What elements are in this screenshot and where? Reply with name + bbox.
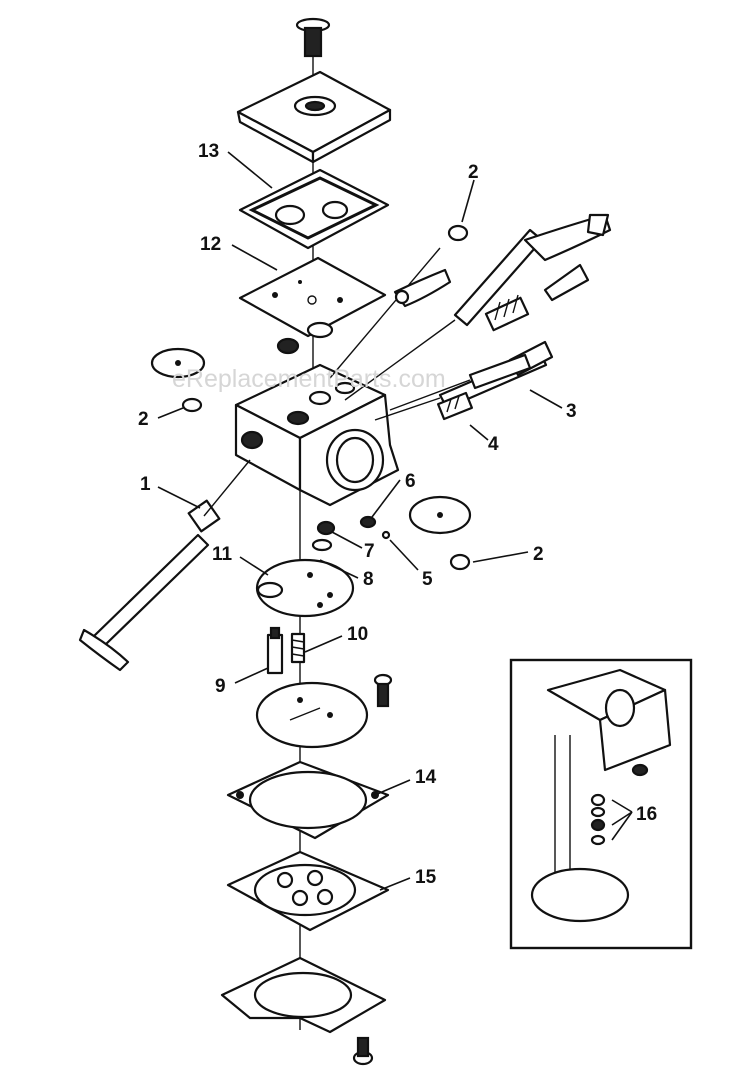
carburetor-body (234, 363, 400, 507)
callout-11: 11 (212, 544, 233, 565)
part-4-spring (436, 391, 474, 421)
watermark: eReplacementParts.com (172, 365, 446, 393)
callout-9: 9 (215, 676, 226, 697)
part-1-throttle-shaft (78, 459, 251, 672)
left-plate (150, 347, 206, 379)
callout-7: 7 (364, 541, 375, 562)
callout-4: 4 (488, 434, 499, 455)
part-6-spring-small (359, 515, 377, 529)
callout-10: 10 (347, 624, 368, 645)
callout-2-left: 2 (138, 409, 149, 430)
callout-2-top: 2 (468, 162, 479, 183)
part-12-diaphragm (238, 256, 387, 339)
callout-13: 13 (198, 141, 219, 162)
part-10-spring (290, 632, 306, 664)
part-14-gasket (226, 760, 390, 840)
callout-3: 3 (566, 401, 577, 422)
part-2-screw-left (181, 397, 203, 413)
top-cover (236, 70, 392, 164)
bottom-screw (352, 1036, 374, 1066)
detail-inset (509, 658, 693, 950)
callout-15: 15 (415, 867, 437, 888)
callout-12: 12 (200, 234, 221, 255)
bottom-cover (220, 956, 387, 1034)
part-7-washer (316, 520, 336, 536)
callout-2-right: 2 (533, 544, 544, 565)
idle-screw (543, 263, 590, 302)
callout-1: 1 (140, 474, 151, 495)
metering-disk (255, 681, 369, 749)
part-5-ball (381, 530, 391, 540)
top-cover-screw (295, 17, 331, 58)
right-plate (408, 495, 472, 535)
callout-8: 8 (363, 569, 374, 590)
choke-shaft (344, 213, 612, 401)
part-15-diaphragm (226, 850, 390, 932)
part-3-needle-lower (389, 353, 532, 411)
part-2-screw-top (329, 224, 469, 379)
callout-14: 14 (415, 767, 437, 788)
part-13-gasket (238, 168, 390, 250)
part-9-needle (266, 626, 284, 675)
callout-6: 6 (405, 471, 416, 492)
metering-screw (373, 673, 393, 708)
spring-upper (484, 294, 530, 332)
part-11-plate (255, 558, 355, 618)
callout-16: 16 (636, 804, 657, 825)
part-2-screw-right (449, 553, 471, 571)
throttle-lever (393, 268, 452, 308)
callout-5: 5 (422, 569, 433, 590)
